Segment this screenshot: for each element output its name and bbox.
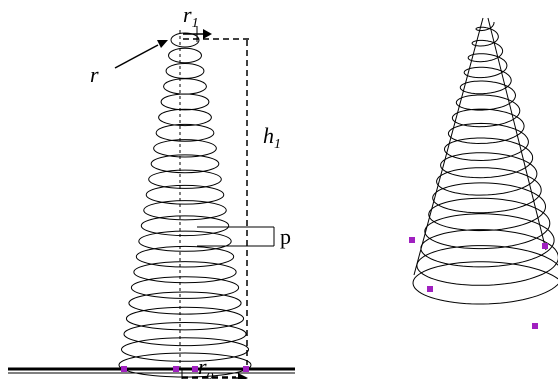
coil-ellipse xyxy=(150,154,220,174)
coil-ellipse xyxy=(148,169,222,189)
coil-ellipse xyxy=(153,139,217,158)
coil-ellipse xyxy=(130,276,240,299)
label-r: r xyxy=(90,62,99,87)
marker-point xyxy=(121,366,127,372)
right-markers xyxy=(409,237,548,329)
coil-ellipse xyxy=(125,306,245,331)
ro-arrow-head xyxy=(238,373,248,379)
coil-ellipse xyxy=(120,337,250,362)
coil-ellipse xyxy=(158,108,212,127)
coil-ellipse xyxy=(170,32,200,48)
marker-point xyxy=(532,323,538,329)
marker-point xyxy=(243,366,249,372)
coil-ellipse xyxy=(123,322,247,347)
marker-point xyxy=(542,243,548,249)
coil-ellipse xyxy=(143,200,227,221)
coil-ellipse xyxy=(128,291,242,315)
coil-ellipse xyxy=(155,123,215,142)
r-arrow-line xyxy=(114,44,159,69)
marker-point xyxy=(427,286,433,292)
coil-ellipse xyxy=(145,184,225,205)
coil-ellipse xyxy=(160,93,210,111)
coil-ellipse xyxy=(165,62,205,79)
marker-point xyxy=(173,366,179,372)
right-cone-edge-right xyxy=(487,17,547,251)
coil-ellipse xyxy=(138,230,232,252)
left-conical-spring xyxy=(118,32,252,378)
marker-point xyxy=(409,237,415,243)
left-markers xyxy=(121,366,249,372)
right-cone-edge-left xyxy=(413,17,484,276)
label-h1: h1 xyxy=(263,123,281,152)
coil-ellipse xyxy=(135,245,235,268)
label-ro: ro xyxy=(198,354,214,379)
marker-point xyxy=(192,366,198,372)
coil-ellipse xyxy=(163,78,207,95)
label-r1: r1 xyxy=(183,2,199,31)
coil-ellipse xyxy=(140,215,230,237)
coil-ellipse xyxy=(168,47,202,64)
coil-ellipse xyxy=(133,261,237,284)
r1-arrow-head xyxy=(203,29,212,39)
label-p: p xyxy=(280,224,291,249)
right-conical-spiral xyxy=(412,22,558,305)
r-arrow-head xyxy=(157,40,168,48)
